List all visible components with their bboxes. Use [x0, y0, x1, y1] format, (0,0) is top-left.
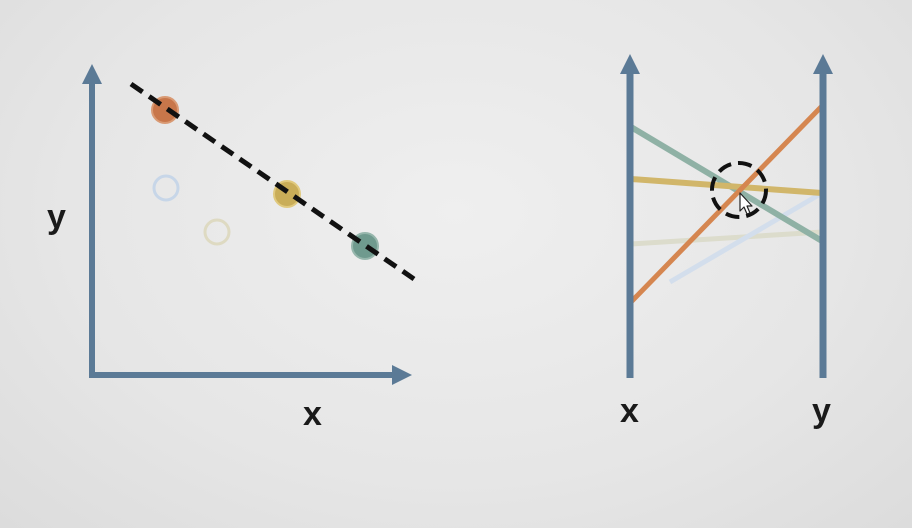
fit-line — [129, 81, 416, 282]
scatter-panel: y x — [47, 64, 416, 433]
faded-line-blue — [668, 190, 824, 285]
scatter-y-label: y — [47, 198, 66, 236]
faded-line-beige — [630, 229, 823, 247]
scatter-y-axis-arrow — [82, 64, 102, 84]
faded-point-beige — [203, 218, 231, 246]
parallel-y-axis-arrow — [813, 54, 833, 74]
parallel-right-label: y — [812, 392, 831, 430]
parallel-panel: x y — [620, 54, 833, 430]
line-orange — [629, 104, 824, 304]
parallel-left-label: x — [620, 392, 639, 430]
intersection-dashed-circle — [710, 161, 768, 219]
pointer-cursor-icon — [739, 192, 753, 215]
scatter-x-axis-arrow — [392, 365, 412, 385]
scatter-x-label: x — [303, 395, 322, 433]
parallel-x-axis-arrow — [620, 54, 640, 74]
line-yellow — [630, 176, 823, 196]
faded-point-blue — [152, 174, 180, 202]
